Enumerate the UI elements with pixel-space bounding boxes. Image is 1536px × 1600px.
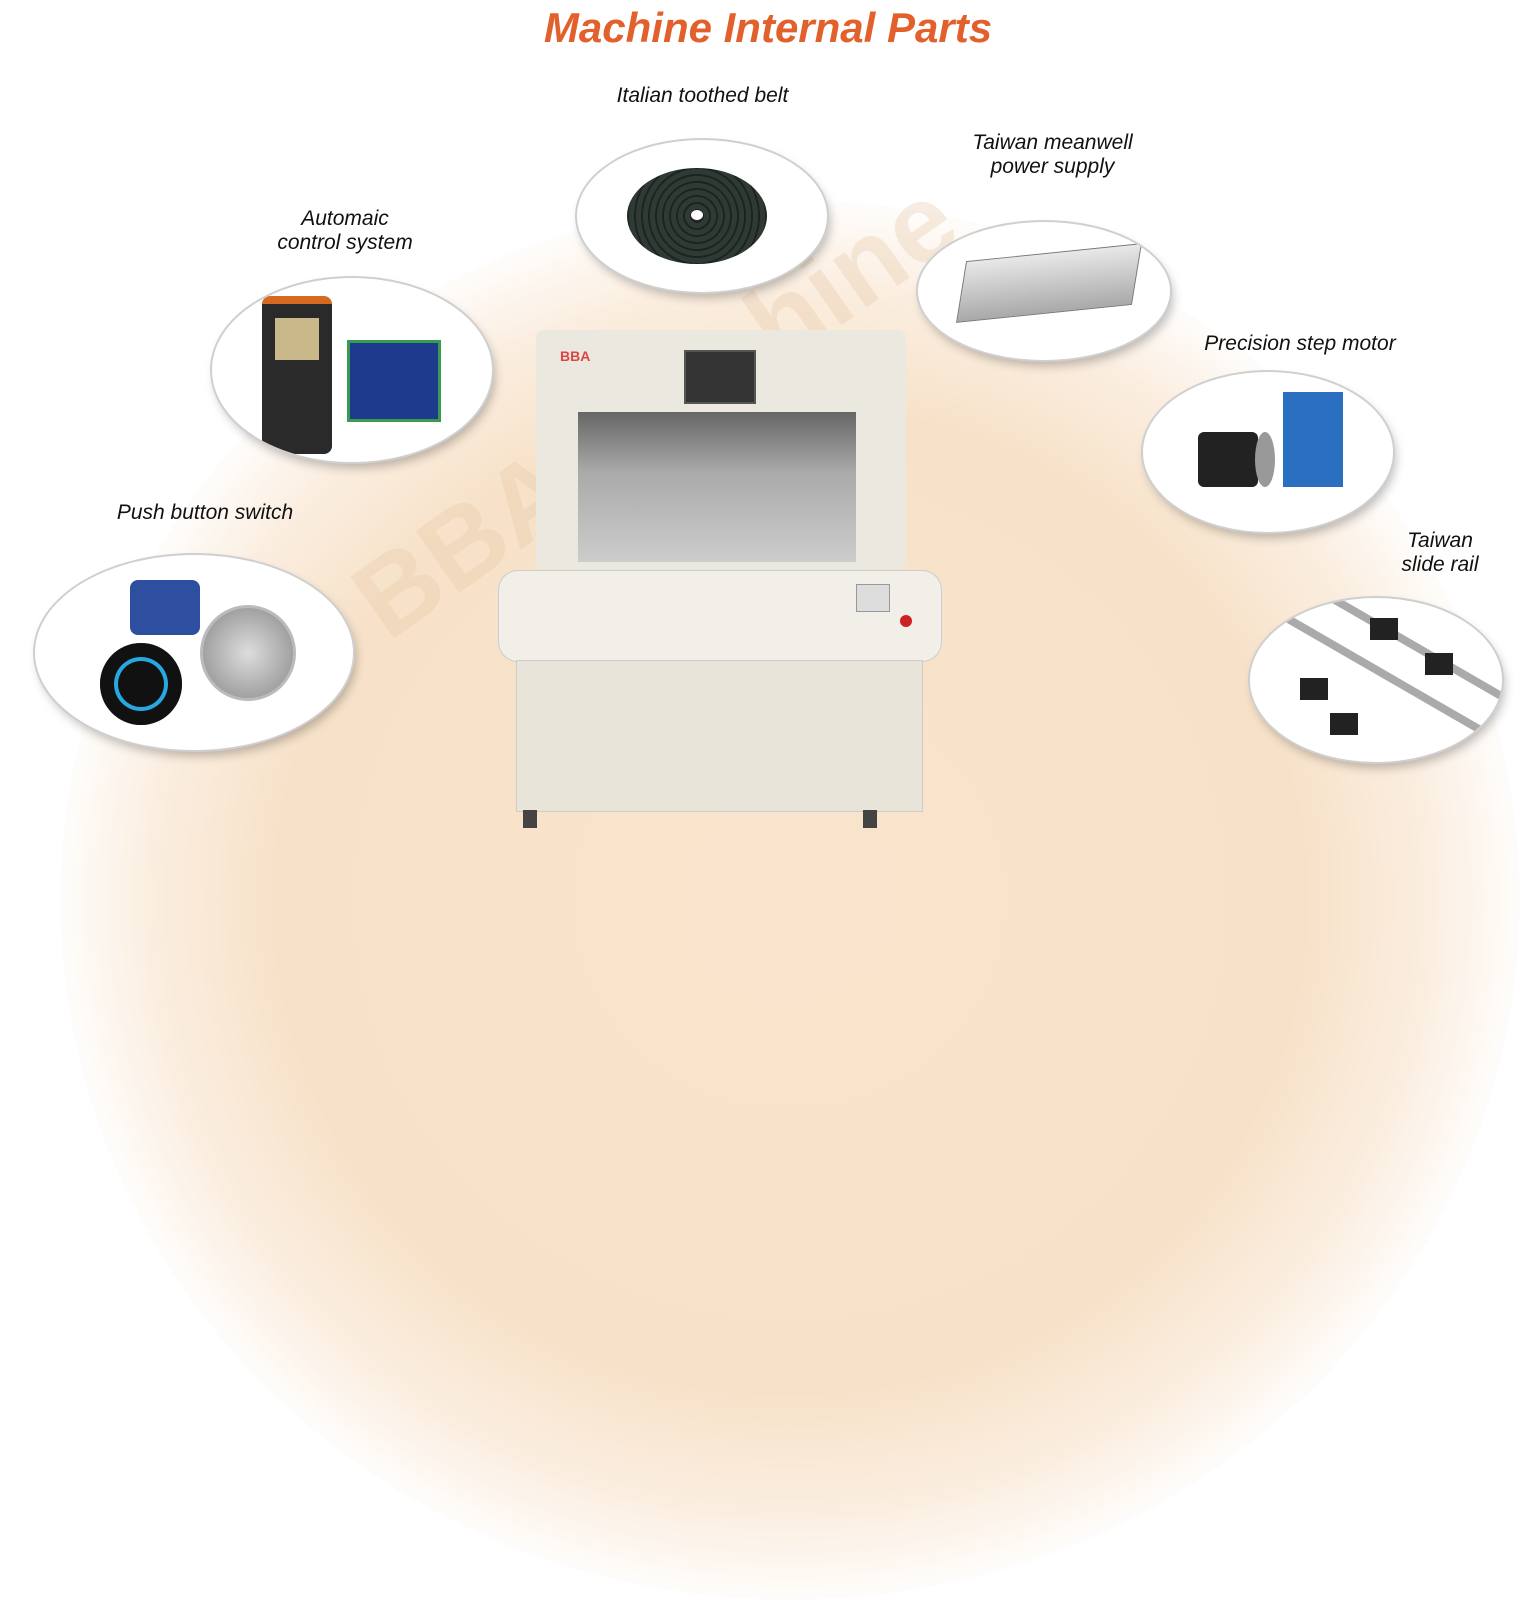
push-button-image xyxy=(35,555,353,750)
label-step-motor: Precision step motor xyxy=(1204,332,1396,355)
label-line: slide rail xyxy=(1401,553,1479,576)
toothed-belt-image xyxy=(577,140,827,292)
machine-work-area xyxy=(578,412,856,562)
label-line: Taiwan meanwell xyxy=(972,131,1133,154)
touch-screen xyxy=(684,350,756,404)
label-line: control system xyxy=(277,231,413,254)
machine-image: BBA xyxy=(498,330,943,835)
label-push-button: Push button switch xyxy=(116,501,294,524)
machine-cabinet xyxy=(516,660,923,812)
label-line: Taiwan xyxy=(1407,529,1473,552)
label-line: Automaic xyxy=(301,207,389,230)
caster-wheel xyxy=(523,810,537,828)
step-motor-image xyxy=(1143,372,1393,532)
caster-wheel xyxy=(863,810,877,828)
power-supply-image xyxy=(918,222,1170,360)
slide-rail-image xyxy=(1250,598,1502,762)
button-box xyxy=(856,584,890,612)
control-system-image xyxy=(212,278,492,462)
label-line: power supply xyxy=(990,155,1115,178)
machine-logo: BBA xyxy=(560,348,591,364)
label-toothed-belt: Italian toothed belt xyxy=(616,84,789,107)
emergency-stop-icon xyxy=(900,615,912,627)
page-title: Machine Internal Parts xyxy=(543,4,993,51)
